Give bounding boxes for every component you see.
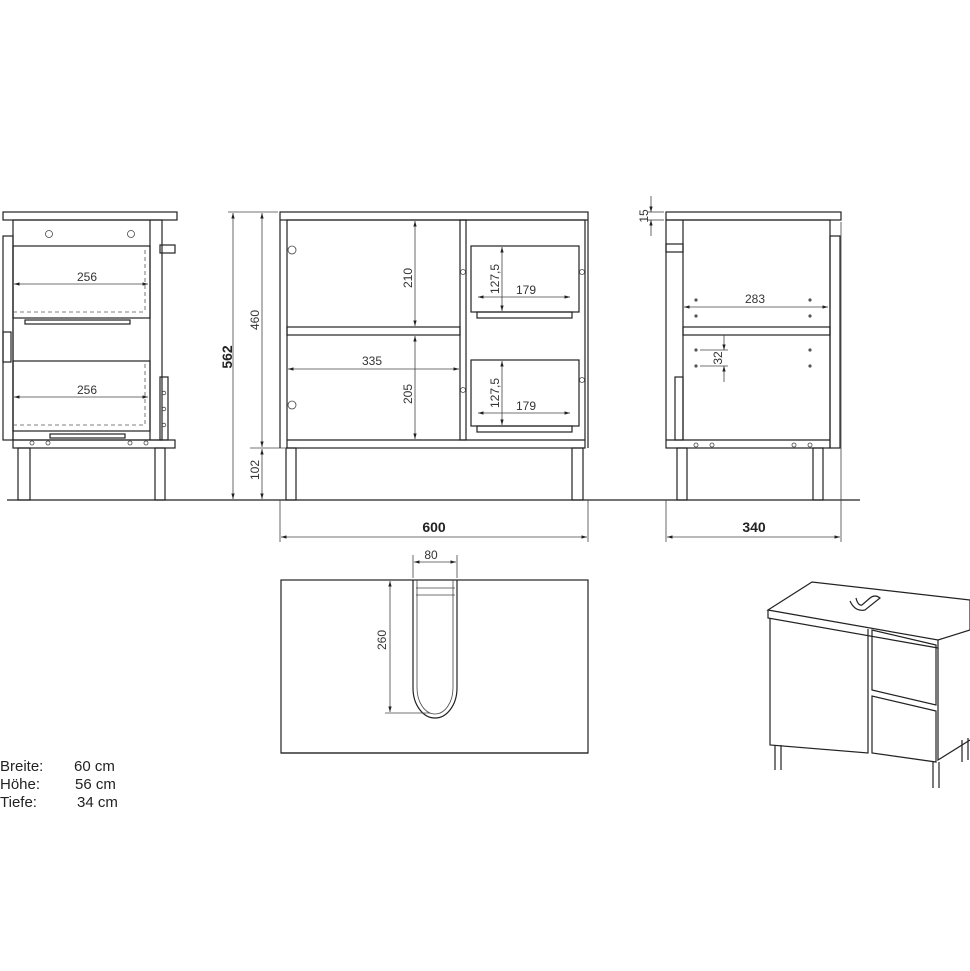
dim-inner-width: 335	[362, 354, 382, 368]
dim-drawer-height-lower: 127,5	[488, 378, 502, 408]
front-view: 210 205 335 127,5 179 127,5 179 600	[279, 211, 589, 542]
spec-height-value: 56 cm	[75, 776, 116, 793]
dim-lower-compartment: 205	[401, 384, 415, 404]
screw-icon	[45, 230, 53, 238]
spec-depth-label: Tiefe:	[0, 794, 37, 811]
dim-cutout-width: 80	[424, 548, 438, 562]
spec-width-label: Breite:	[0, 758, 44, 775]
height-dimensions: 562 460 102	[219, 211, 285, 499]
dim-total-depth: 340	[742, 519, 766, 535]
isometric-view	[766, 581, 970, 788]
spec-width-value: 60 cm	[74, 758, 115, 775]
screw-icon	[127, 230, 135, 238]
dim-drawer-width-upper: 256	[77, 270, 97, 284]
left-side-view: 256 256	[2, 211, 178, 501]
dim-hole-spacing: 32	[711, 351, 725, 365]
dim-body-height: 460	[248, 310, 262, 330]
dim-drawer-height-upper: 127,5	[488, 264, 502, 294]
top-view: 80 260	[280, 548, 589, 754]
dim-top-thickness: 15	[637, 209, 651, 223]
dim-total-height: 562	[219, 345, 235, 369]
dim-drawer-width-lower: 256	[77, 383, 97, 397]
dim-drawer-width-lower: 179	[516, 399, 536, 413]
spec-height-label: Höhe:	[0, 776, 41, 793]
dim-leg-height: 102	[248, 460, 262, 480]
spec-depth-value: 34 cm	[77, 794, 118, 811]
dim-inner-depth: 283	[745, 292, 765, 306]
dim-upper-compartment: 210	[401, 268, 415, 288]
dim-drawer-width-upper: 179	[516, 283, 536, 297]
dim-cutout-depth: 260	[375, 630, 389, 650]
dim-total-width: 600	[422, 519, 446, 535]
right-side-view: 283 32 15 340	[637, 196, 842, 542]
